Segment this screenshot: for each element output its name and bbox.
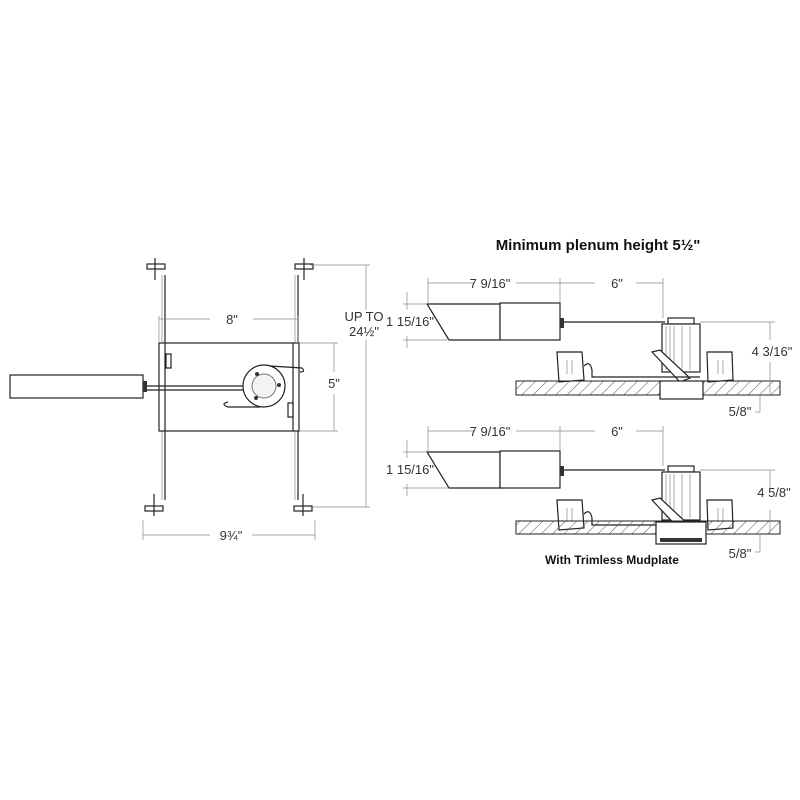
width-dimension: 8": [226, 312, 238, 327]
plenum-height-title: Minimum plenum height 5½": [496, 237, 701, 254]
fixture-height-dimension: 4 3/16": [752, 344, 793, 359]
mudplate-caption: With Trimless Mudplate: [545, 553, 679, 567]
driver-length-dimension: 7 9/16": [470, 276, 511, 291]
nail-icon: [144, 258, 314, 516]
span-label-line1: UP TO: [344, 309, 383, 324]
driver-height-dimension: 1 15/16": [386, 462, 434, 477]
span-label-line2: 24½": [349, 324, 379, 339]
side-view-standard: Minimum plenum height 5½" 7 9/16" 6" 1 1…: [386, 237, 793, 419]
height-dimension: 5": [328, 376, 340, 391]
ceiling-thickness-dimension: 5/8": [729, 546, 752, 561]
fixture-height-dimension: 4 5/8": [757, 485, 791, 500]
top-view: 8" 5" UP TO 24½" 9¾": [9, 258, 384, 543]
ceiling-thickness-dimension: 5/8": [729, 404, 752, 419]
side-view-mudplate: 7 9/16" 6" 1 15/16" 4 5/8" 5/8" With Tri…: [386, 424, 791, 567]
offset-dimension: 6": [611, 424, 623, 439]
driver-height-dimension: 1 15/16": [386, 314, 434, 329]
bar-width-dimension: 9¾": [220, 528, 243, 543]
driver-length-dimension: 7 9/16": [470, 424, 511, 439]
offset-dimension: 6": [611, 276, 623, 291]
